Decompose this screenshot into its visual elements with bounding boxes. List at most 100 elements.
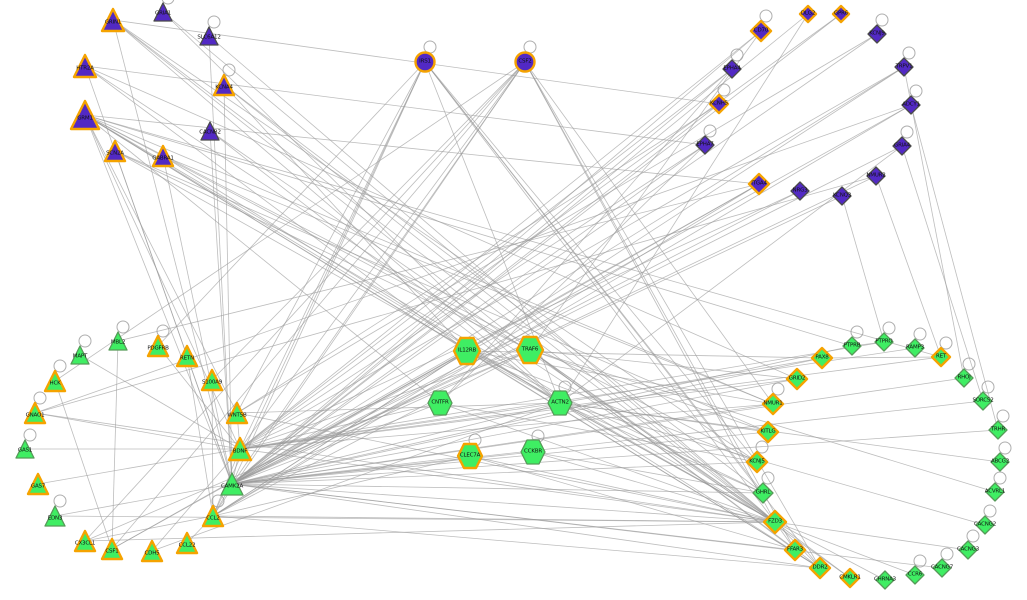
- node-GNAO1[interactable]: GNAO1: [23, 401, 47, 425]
- node-CACNG3[interactable]: CACNG3: [957, 540, 979, 560]
- node-NMUR2[interactable]: NMUR2: [866, 166, 886, 186]
- edge: [559, 357, 823, 404]
- node-CACNG2[interactable]: CACNG2: [974, 515, 996, 535]
- node-CDH5[interactable]: CDH5: [140, 539, 164, 563]
- node-GRM1[interactable]: GRM1: [69, 99, 101, 131]
- node-GRID2[interactable]: GRID2: [785, 367, 809, 391]
- node-CSF1[interactable]: CSF1: [100, 537, 124, 561]
- circle-shape-icon: [514, 51, 536, 73]
- node-PAX8[interactable]: PAX8: [810, 346, 834, 370]
- edge: [231, 104, 912, 485]
- node-CCL2[interactable]: CCL2: [201, 504, 225, 528]
- edge: [114, 150, 776, 523]
- node-RAMP3[interactable]: RAMP3: [905, 338, 925, 358]
- node-TRPV1[interactable]: TRPV1: [894, 57, 914, 77]
- node-CD70[interactable]: CD70: [749, 19, 773, 43]
- diamond-shape-icon: [831, 4, 851, 24]
- node-TRAF6[interactable]: TRAF6: [515, 335, 545, 365]
- node-IL12RB[interactable]: IL12RB: [452, 336, 482, 366]
- diamond-shape-icon: [954, 368, 974, 388]
- node-EDN3[interactable]: EDN3: [44, 505, 66, 527]
- node-GABRA1[interactable]: GABRA1: [151, 144, 175, 168]
- edge: [439, 144, 706, 404]
- node-SCN2A[interactable]: SCN2A: [103, 139, 127, 163]
- node-NRG3[interactable]: NRG3: [790, 181, 810, 201]
- node-DLG2[interactable]: DLG2: [798, 4, 818, 24]
- triangle-shape-icon: [201, 504, 225, 528]
- node-CCL22[interactable]: CCL22: [175, 531, 199, 555]
- node-EPHA4[interactable]: EPHA4: [722, 59, 742, 79]
- node-CLEC7A[interactable]: CLEC7A: [456, 442, 484, 470]
- node-KITLG[interactable]: KITLG: [756, 420, 780, 444]
- node-EPHA7[interactable]: EPHA7: [695, 135, 715, 155]
- node-SLC6A12[interactable]: SLC6A12: [197, 26, 221, 46]
- hexagon-shape-icon: [515, 335, 545, 365]
- node-CACNB2[interactable]: CACNB2: [199, 121, 221, 141]
- triangle-shape-icon: [151, 144, 175, 168]
- node-GRIN1[interactable]: GRIN1: [100, 7, 126, 33]
- node-SORCS2[interactable]: SORCS2: [973, 391, 994, 411]
- node-BDNF[interactable]: BDNF: [227, 436, 253, 462]
- node-PTPRO[interactable]: PTPRO: [874, 332, 894, 352]
- circle-shape-icon: [414, 51, 436, 73]
- node-ADCY1[interactable]: ADCY1: [901, 95, 921, 115]
- node-IRS1[interactable]: IRS1: [414, 51, 436, 73]
- node-GAS1[interactable]: GAS1: [15, 439, 35, 459]
- triangle-shape-icon: [220, 472, 244, 496]
- node-CCR6[interactable]: CCR6: [905, 565, 925, 585]
- node-ACTN2[interactable]: ACTN2: [547, 390, 573, 416]
- triangle-shape-icon: [200, 121, 220, 141]
- edge: [157, 345, 241, 450]
- node-PDGFRB[interactable]: PDGFRB: [146, 334, 170, 358]
- node-FFAR3[interactable]: FFAR3: [783, 538, 807, 562]
- triangle-shape-icon: [69, 99, 101, 131]
- node-CX3CL1[interactable]: CX3CL1: [73, 529, 97, 553]
- node-HCK[interactable]: HCK: [43, 369, 67, 393]
- node-GPR6[interactable]: GPR6: [831, 4, 851, 24]
- node-RHOJ[interactable]: RHOJ: [954, 368, 974, 388]
- edge: [54, 380, 113, 550]
- node-PTPRB[interactable]: PTPRB: [842, 336, 862, 356]
- node-DDR2[interactable]: DDR2: [808, 556, 832, 580]
- node-CHRNA3[interactable]: CHRNA3: [874, 570, 896, 590]
- node-KCNA4[interactable]: KCNA4: [212, 73, 236, 97]
- node-ITGA4[interactable]: ITGA4: [747, 172, 771, 196]
- self-loop: [156, 324, 170, 338]
- node-FZD3[interactable]: FZD3: [762, 509, 788, 535]
- hexagon-shape-icon: [520, 439, 546, 465]
- node-GHRL[interactable]: GHRL: [752, 482, 774, 504]
- node-KCNQ3[interactable]: KCNQ3: [832, 186, 852, 206]
- diamond-shape-icon: [892, 136, 912, 156]
- node-TRHR[interactable]: TRHR: [988, 420, 1008, 440]
- node-NMUR1[interactable]: NMUR1: [761, 392, 785, 416]
- edge: [231, 68, 733, 485]
- self-loop: [78, 334, 92, 348]
- diamond-shape-icon: [783, 538, 807, 562]
- edge: [532, 451, 764, 494]
- node-CACNG7[interactable]: CACNG7: [931, 558, 953, 578]
- node-KCNH5[interactable]: KCNH5: [708, 93, 730, 115]
- node-CNTFR[interactable]: CNTFR: [427, 390, 453, 416]
- node-CAMK2A[interactable]: CAMK2A: [220, 472, 244, 496]
- node-WNT5B[interactable]: WNT5B: [225, 401, 249, 425]
- node-S100A9[interactable]: S100A9: [200, 368, 224, 392]
- node-CSF2[interactable]: CSF2: [514, 51, 536, 73]
- node-RETN[interactable]: RETN: [175, 344, 199, 368]
- node-HTR2A[interactable]: HTR2A: [72, 53, 98, 79]
- node-GRIA4[interactable]: GRIA4: [892, 136, 912, 156]
- node-MAPT[interactable]: MAPT: [70, 345, 90, 365]
- node-KCNJ5[interactable]: KCNJ5: [745, 450, 769, 474]
- edge: [524, 61, 776, 523]
- node-RET[interactable]: RET: [930, 346, 952, 368]
- diamond-shape-icon: [973, 391, 993, 411]
- node-MBL2[interactable]: MBL2: [108, 331, 128, 351]
- node-GRIA1[interactable]: GRIA1: [153, 2, 173, 22]
- node-GAS7[interactable]: GAS7: [26, 472, 50, 496]
- node-CCKBR[interactable]: CCKBR: [520, 439, 546, 465]
- edge: [239, 190, 801, 450]
- node-ACVRL1[interactable]: ACVRL1: [985, 482, 1005, 502]
- node-CMKLR1[interactable]: CMKLR1: [839, 567, 861, 589]
- node-ABCG2[interactable]: ABCG2: [990, 452, 1010, 472]
- edge: [524, 61, 796, 551]
- node-KCNJ9[interactable]: KCNJ9: [867, 24, 887, 44]
